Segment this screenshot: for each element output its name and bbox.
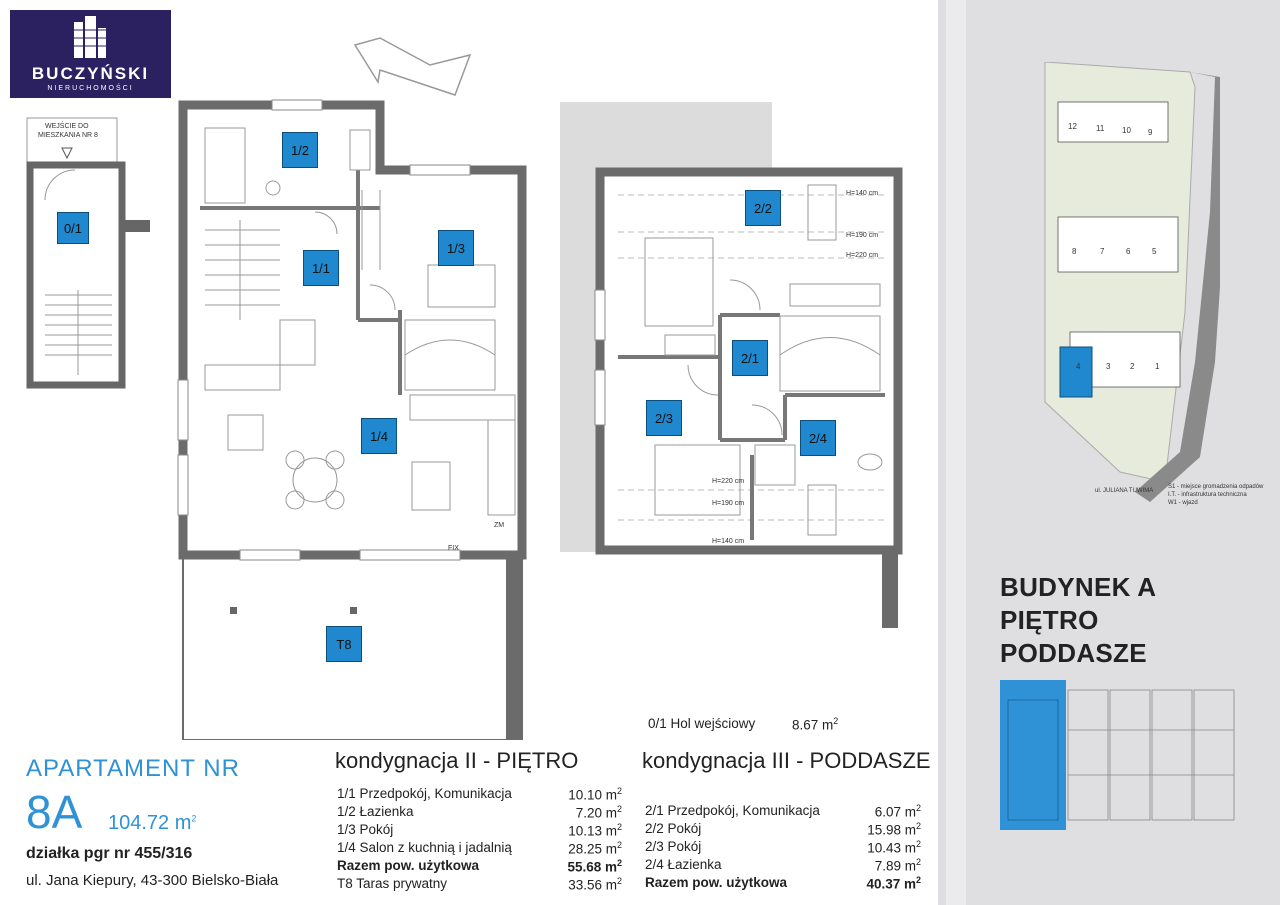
- site-legend-item: S1 - miejsce gromadzenia odpadów: [1168, 484, 1264, 490]
- level2-row-value: 7.20 m2: [575, 804, 622, 821]
- plot-number: działka pgr nr 455/316: [26, 845, 193, 862]
- building-title: BUDYNEK A: [1000, 572, 1157, 602]
- room-label-1-1: 1/1: [303, 250, 339, 286]
- level3-title: kondygnacja III - PODDASZE: [642, 748, 931, 773]
- level2-total-label: Razem pow. użytkowa: [337, 858, 480, 873]
- site-legend-item: W1 - wjazd: [1168, 500, 1198, 506]
- height-label: H=190 cm: [846, 232, 879, 239]
- level3-total-label: Razem pow. użytkowa: [645, 875, 788, 890]
- level2-row-value: 10.10 m2: [568, 786, 622, 803]
- entrance-label-2: MIESZKANIA NR 8: [38, 132, 98, 139]
- room-label-1-2: 1/2: [282, 132, 318, 168]
- level2-row-value: 10.13 m2: [568, 822, 622, 839]
- level2-plan: [177, 99, 527, 740]
- site-unit-label: 8: [1072, 247, 1077, 256]
- level2-title: kondygnacja II - PIĘTRO: [335, 748, 579, 773]
- level3-row-value: 10.43 m2: [867, 839, 921, 856]
- height-label: H=220 cm: [712, 478, 745, 485]
- level3-plan: [560, 102, 903, 628]
- room-label-2-2: 2/2: [745, 190, 781, 226]
- hol-value: 8.67 m2: [792, 716, 839, 733]
- north-arrow-icon: [353, 37, 472, 96]
- site-unit-label: 2: [1130, 362, 1135, 371]
- site-unit-label: 5: [1152, 247, 1157, 256]
- level2-row-label: 1/1 Przedpokój, Komunikacja: [337, 786, 512, 801]
- side-panel-stripe: [946, 0, 966, 905]
- level2-row-label: 1/3 Pokój: [337, 822, 394, 837]
- building-floor-2: PODDASZE: [1000, 638, 1147, 668]
- apartment-number: 8A: [26, 786, 83, 838]
- level3-row-label: 2/4 Łazienka: [645, 857, 722, 872]
- zm-label: ZM: [494, 522, 505, 529]
- site-unit-label: 12: [1068, 122, 1077, 131]
- address: ul. Jana Kiepury, 43-300 Bielsko-Biała: [26, 872, 279, 889]
- brand-name: BUCZYŃSKI: [31, 64, 150, 83]
- room-label-t8: T8: [326, 626, 362, 662]
- street-label: ul. JULIANA TUWIMA: [1095, 488, 1154, 494]
- entrance-plan: [26, 117, 150, 389]
- site-unit-label: 10: [1122, 126, 1131, 135]
- level3-row-value: 6.07 m2: [874, 803, 921, 820]
- site-unit-label: 7: [1100, 247, 1105, 256]
- height-label: H=140 cm: [846, 190, 879, 197]
- level2-row-label: 1/2 Łazienka: [337, 804, 414, 819]
- building-floor-1: PIĘTRO: [1000, 605, 1099, 635]
- height-label: H=190 cm: [712, 500, 745, 507]
- level3-row-label: 2/3 Pokój: [645, 839, 702, 854]
- fix-label: FIX: [448, 545, 459, 552]
- site-unit-label: 6: [1126, 247, 1131, 256]
- site-unit-label: 9: [1148, 128, 1153, 137]
- level3-row-value: 7.89 m2: [874, 857, 921, 874]
- site-plan-map: [1044, 62, 1220, 502]
- room-label-1-4: 1/4: [361, 418, 397, 454]
- level3-total-value: 40.37 m2: [866, 875, 921, 892]
- building-section-map: [1000, 680, 1235, 830]
- level2-row-value: 28.25 m2: [568, 840, 622, 857]
- apartment-title: APARTAMENT NR: [26, 755, 240, 782]
- level3-row-label: 2/1 Przedpokój, Komunikacja: [645, 803, 820, 818]
- level2-row-label: T8 Taras prywatny: [337, 876, 448, 891]
- brand-subtitle: NIERUCHOMOŚCI: [47, 85, 134, 92]
- room-label-2-4: 2/4: [800, 420, 836, 456]
- level2-row-value: 33.56 m2: [568, 876, 622, 893]
- apartment-area: 104.72 m2: [108, 812, 197, 834]
- room-label-2-1: 2/1: [732, 340, 768, 376]
- floor-plan-drawing: [26, 37, 903, 740]
- hol-label: 0/1 Hol wejściowy: [648, 716, 756, 731]
- level2-total-value: 55.68 m2: [567, 858, 622, 875]
- level3-row-label: 2/2 Pokój: [645, 821, 702, 836]
- site-unit-label: 4: [1076, 362, 1081, 371]
- level2-row-label: 1/4 Salon z kuchnią i jadalnią: [337, 840, 512, 855]
- entrance-label-1: WEJŚCIE DO: [45, 123, 89, 130]
- room-label-1-3: 1/3: [438, 230, 474, 266]
- site-unit-label: 1: [1155, 362, 1160, 371]
- height-label: H=220 cm: [846, 252, 879, 259]
- brand-logo: BUCZYŃSKI NIERUCHOMOŚCI: [10, 10, 171, 98]
- building-logo-icon: [74, 16, 106, 58]
- height-label: H=140 cm: [712, 538, 745, 545]
- site-unit-label: 3: [1106, 362, 1111, 371]
- level3-row-value: 15.98 m2: [867, 821, 921, 838]
- site-legend-item: I.T. - infrastruktura techniczna: [1168, 492, 1247, 498]
- site-unit-label: 11: [1096, 124, 1105, 133]
- room-label-0-1: 0/1: [57, 212, 89, 244]
- room-label-2-3: 2/3: [646, 400, 682, 436]
